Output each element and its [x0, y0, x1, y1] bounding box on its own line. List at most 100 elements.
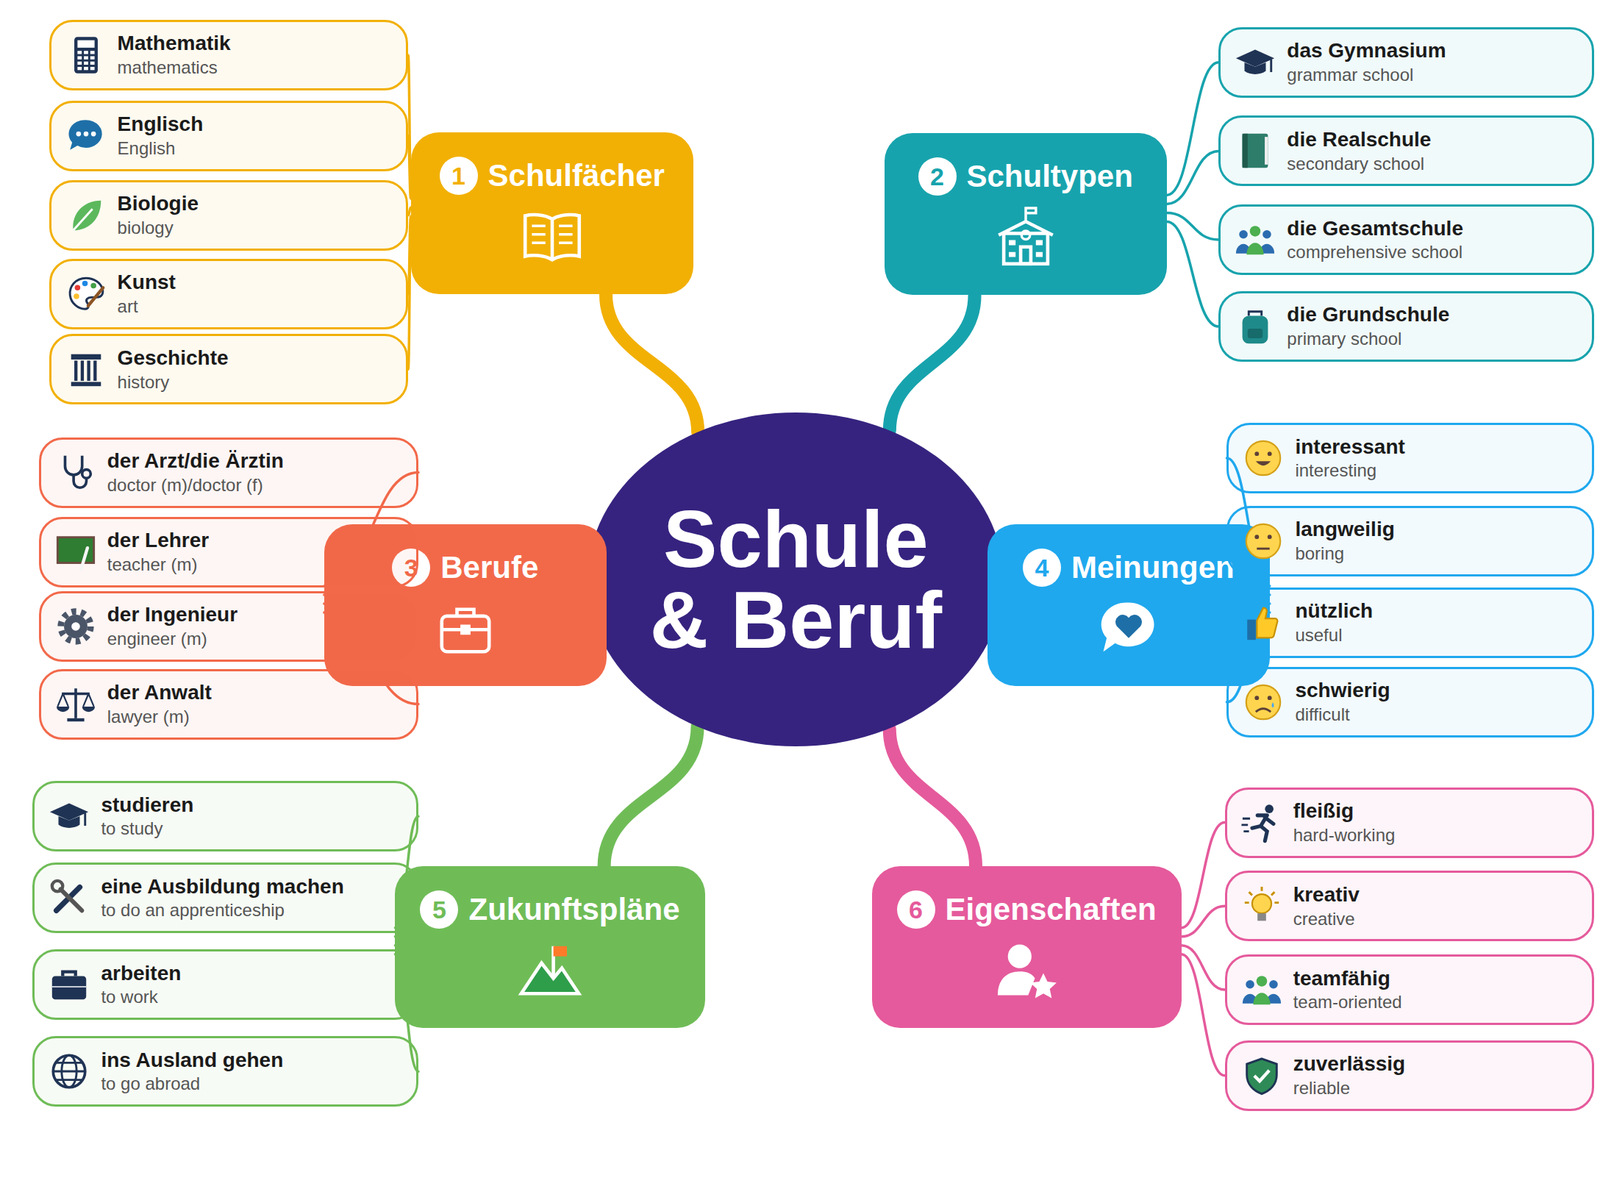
category-box: 6Eigenschaften	[872, 866, 1182, 1028]
german-word: interessant	[1294, 436, 1405, 459]
icon-part	[1267, 695, 1273, 700]
main-branch	[889, 728, 976, 867]
german-word: kreativ	[1293, 883, 1360, 907]
german-word: der Lehrer	[107, 529, 210, 553]
vocab-box: die Gesamtschulecomprehensive school	[1218, 204, 1595, 275]
icon-part	[1255, 975, 1267, 987]
vocab-text: der Ingenieurengineer (m)	[107, 603, 238, 649]
category-title: Berufe	[440, 550, 539, 586]
vocab-box: nützlichuseful	[1226, 587, 1595, 659]
icon-part	[72, 200, 101, 231]
english-translation: difficult	[1294, 705, 1390, 725]
category-header: 4Meinungen	[1022, 548, 1235, 587]
icon-part	[1239, 230, 1249, 239]
icon	[64, 114, 108, 158]
vocab-text: schwierigdifficult	[1294, 679, 1390, 725]
english-translation: to go abroad	[100, 1074, 284, 1094]
icon-part	[75, 130, 81, 137]
icon	[992, 936, 1061, 1004]
icon	[47, 876, 91, 920]
vocab-text: interessantinteresting	[1294, 436, 1405, 481]
icon-part	[69, 277, 103, 309]
icon-part	[77, 66, 82, 70]
icon-part	[83, 130, 89, 137]
icon-part	[1250, 225, 1262, 237]
category-header: 6Eigenschaften	[897, 890, 1157, 929]
category-box: 1Schulfächer	[411, 132, 694, 295]
category-header: 2Schultypen	[918, 157, 1134, 196]
icon-part	[1269, 980, 1278, 989]
number-badge: 2	[918, 157, 957, 196]
english-translation: to work	[100, 987, 181, 1007]
icon-part	[74, 361, 78, 382]
german-word: Mathematik	[117, 32, 231, 56]
icon	[1094, 594, 1163, 662]
icon-part	[81, 280, 88, 287]
icon-part	[1264, 804, 1274, 814]
icon	[431, 594, 500, 662]
german-word: fleißig	[1293, 800, 1396, 823]
icon-part	[997, 971, 1036, 995]
german-word: eine Ausbildung machen	[100, 875, 344, 899]
center-ellipse: Schule & Beruf	[586, 411, 1006, 748]
icon-part	[1257, 913, 1267, 921]
vocab-box: Kunstart	[49, 258, 409, 330]
icon-part	[63, 972, 76, 977]
english-translation: creative	[1293, 909, 1360, 929]
icon-part	[1267, 451, 1273, 456]
icon-part	[521, 963, 579, 994]
english-translation: secondary school	[1286, 154, 1431, 174]
vocab-box: der Lehrerteacher (m)	[38, 516, 419, 588]
icon-part	[83, 66, 89, 70]
german-word: langweilig	[1294, 518, 1395, 542]
vocab-text: arbeitento work	[100, 962, 181, 1008]
icon	[991, 202, 1060, 271]
icon-part	[81, 469, 91, 478]
icon	[47, 1050, 91, 1093]
vocab-text: der Lehrerteacher (m)	[107, 529, 210, 575]
german-word: studieren	[100, 794, 194, 817]
vocab-box: EnglischEnglish	[49, 100, 409, 172]
english-translation: to study	[100, 819, 194, 839]
vocab-box: schwierigdifficult	[1226, 666, 1595, 738]
vocab-text: Mathematikmathematics	[117, 32, 231, 78]
icon	[47, 963, 91, 1006]
number-badge: 6	[897, 890, 936, 929]
vocab-box: zuverlässigreliable	[1225, 1040, 1595, 1112]
icon-part	[1021, 230, 1031, 240]
icon-part	[56, 705, 70, 712]
center-title: Schule & Beruf	[637, 498, 954, 661]
icon-part	[50, 803, 89, 821]
icon-part	[1267, 534, 1273, 539]
german-word: nützlich	[1294, 600, 1373, 623]
english-translation: doctor (m)/doctor (f)	[107, 475, 284, 495]
icon-part	[1246, 685, 1281, 720]
german-word: Kunst	[117, 271, 176, 295]
english-translation: reliable	[1293, 1078, 1406, 1098]
icon	[1240, 801, 1284, 845]
german-word: arbeiten	[100, 962, 181, 986]
icon	[1241, 601, 1285, 645]
vocab-text: das Gymnasiumgrammar school	[1286, 39, 1446, 85]
vocab-box: Mathematikmathematics	[49, 19, 409, 91]
icon-part	[1252, 814, 1274, 841]
icon-part	[83, 61, 89, 65]
icon-part	[64, 455, 82, 475]
vocab-text: fleißighard-working	[1293, 800, 1396, 845]
vocab-text: die Grundschuleprimary school	[1286, 303, 1450, 349]
sub-branch	[1166, 150, 1220, 204]
sub-branch	[1166, 221, 1220, 327]
vocab-box: fleißighard-working	[1225, 787, 1595, 859]
german-word: die Realschule	[1286, 128, 1431, 152]
icon-part	[1255, 695, 1260, 700]
icon	[64, 33, 108, 77]
vocab-box: Biologiebiology	[49, 180, 409, 251]
icon-part	[1008, 240, 1043, 258]
category-title: Schultypen	[966, 158, 1134, 195]
sub-branch	[1181, 954, 1225, 1076]
icon-part	[89, 50, 95, 54]
vocab-box: arbeitento work	[32, 949, 419, 1020]
vocab-text: studierento study	[100, 794, 194, 839]
main-branch	[889, 294, 975, 431]
vocab-text: die Gesamtschulecomprehensive school	[1286, 217, 1464, 263]
